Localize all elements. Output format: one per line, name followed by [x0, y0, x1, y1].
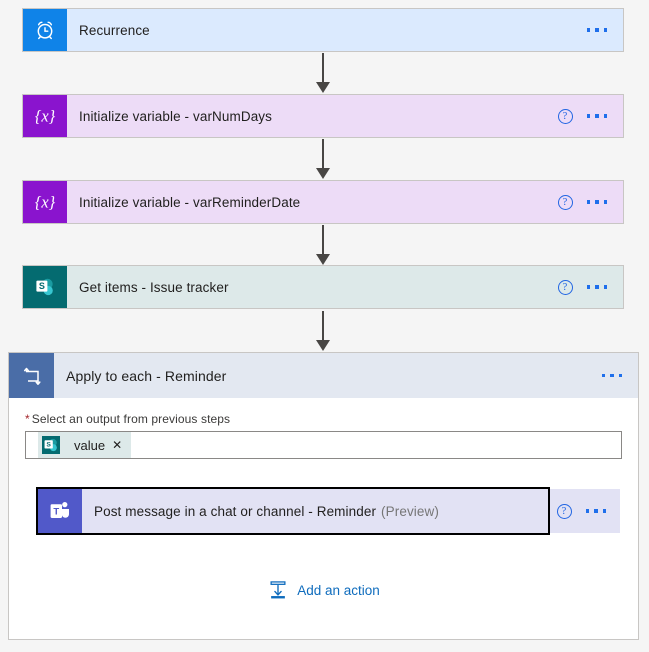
card-actions: ?	[557, 181, 624, 223]
scope-title: Apply to each - Reminder	[54, 353, 602, 398]
svg-text:S: S	[46, 442, 51, 449]
ellipsis-icon[interactable]	[586, 285, 607, 289]
required-asterisk: *	[25, 412, 30, 426]
card-actions	[601, 353, 639, 398]
step-label: Initialize variable - varNumDays	[79, 108, 273, 124]
flow-step-post-message[interactable]: T Post message in a chat or channel - Re…	[36, 487, 621, 535]
flow-step-recurrence[interactable]: Recurrence	[22, 8, 624, 52]
teams-icon: T	[38, 489, 82, 533]
card-actions: ?	[556, 489, 621, 533]
connector-arrow	[311, 311, 335, 351]
connector-arrow	[311, 53, 335, 93]
ellipsis-icon[interactable]	[586, 200, 607, 204]
variable-braces-icon: {x}	[23, 95, 67, 137]
insert-below-icon	[270, 581, 286, 599]
scope-header[interactable]: Apply to each - Reminder	[9, 353, 638, 398]
svg-text:S: S	[39, 281, 45, 291]
connector-arrowhead	[316, 340, 330, 351]
ellipsis-icon[interactable]	[586, 28, 607, 32]
alarm-clock-icon	[23, 9, 67, 51]
flow-step-get-items[interactable]: S Get items - Issue tracker ?	[22, 265, 624, 309]
step-label: Initialize variable - varReminderDate	[79, 194, 301, 210]
step-label: Get items - Issue tracker	[79, 279, 229, 295]
help-question-icon[interactable]: ?	[557, 279, 573, 295]
connector-line	[322, 311, 324, 341]
card-actions: ?	[557, 95, 624, 137]
connector-line	[322, 53, 324, 83]
flow-step-title: Initialize variable - varNumDays	[67, 95, 558, 137]
card-actions: ?	[557, 266, 624, 308]
ellipsis-icon[interactable]	[601, 373, 622, 378]
token-label: value	[74, 437, 106, 453]
ellipsis-icon[interactable]	[586, 114, 607, 118]
flow-step-title: Initialize variable - varReminderDate	[67, 181, 558, 223]
close-icon[interactable]: ✕	[112, 438, 123, 452]
output-select-input[interactable]: S value ✕	[25, 431, 622, 459]
help-question-icon[interactable]: ?	[557, 108, 573, 124]
output-field-label: *Select an output from previous steps	[25, 412, 622, 426]
sharepoint-icon: S	[23, 266, 67, 308]
sharepoint-icon: S	[38, 432, 64, 458]
loop-icon	[9, 353, 54, 398]
svg-text:{x}: {x}	[35, 107, 56, 126]
ellipsis-icon[interactable]	[585, 509, 606, 513]
connector-arrow	[311, 139, 335, 179]
preview-badge: (Preview)	[381, 503, 439, 519]
add-an-action-button[interactable]: Add an action	[25, 579, 622, 601]
step-label: Recurrence	[79, 22, 150, 38]
flow-step-title: Get items - Issue tracker	[67, 266, 558, 308]
step-label: Post message in a chat or channel - Remi…	[94, 503, 377, 519]
flow-step-init-varreminderdate[interactable]: {x} Initialize variable - varReminderDat…	[22, 180, 624, 224]
connector-arrowhead	[316, 168, 330, 179]
help-question-icon[interactable]: ?	[556, 503, 572, 519]
output-field-label-text: Select an output from previous steps	[31, 412, 231, 426]
svg-text:T: T	[53, 506, 59, 517]
scope-body: *Select an output from previous steps S …	[9, 398, 638, 601]
flow-step-init-varnumdays[interactable]: {x} Initialize variable - varNumDays ?	[22, 94, 624, 138]
flow-step-title: Post message in a chat or channel - Remi…	[82, 489, 557, 533]
connector-arrow	[311, 225, 335, 265]
svg-text:{x}: {x}	[35, 193, 56, 212]
help-question-icon[interactable]: ?	[557, 194, 573, 210]
connector-arrowhead	[316, 254, 330, 265]
connector-line	[322, 139, 324, 169]
connector-arrowhead	[316, 82, 330, 93]
flow-step-title: Recurrence	[67, 9, 587, 51]
variable-braces-icon: {x}	[23, 181, 67, 223]
scope-apply-to-each: Apply to each - Reminder *Select an outp…	[8, 352, 639, 640]
scope-label: Apply to each - Reminder	[66, 367, 227, 384]
connector-line	[322, 225, 324, 255]
card-actions	[586, 9, 624, 51]
add-an-action-label: Add an action	[297, 582, 380, 598]
dynamic-content-token[interactable]: S value ✕	[38, 432, 132, 458]
